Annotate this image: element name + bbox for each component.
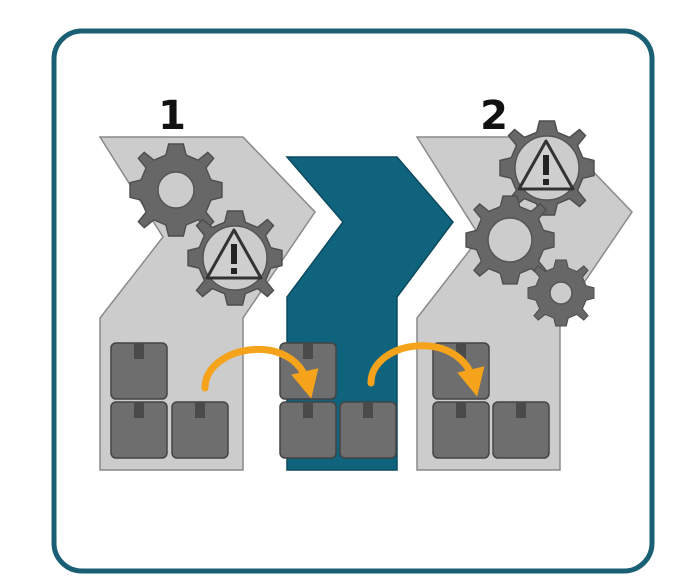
gear-hole bbox=[157, 171, 195, 209]
box-icon bbox=[279, 342, 337, 400]
box-icon bbox=[432, 401, 490, 459]
stage-label-2: 2 bbox=[480, 93, 508, 139]
curved-arrow-icon bbox=[201, 346, 319, 399]
box-icon bbox=[279, 401, 337, 459]
box-icon bbox=[110, 401, 168, 459]
box-icon bbox=[339, 401, 397, 459]
gear-hole bbox=[549, 281, 573, 305]
box-icon bbox=[110, 342, 168, 400]
box-icon bbox=[492, 401, 550, 459]
gear-hole bbox=[487, 217, 533, 263]
box-icon bbox=[171, 401, 229, 459]
stage-label-1: 1 bbox=[158, 93, 186, 139]
curved-arrow-icon bbox=[367, 342, 485, 397]
